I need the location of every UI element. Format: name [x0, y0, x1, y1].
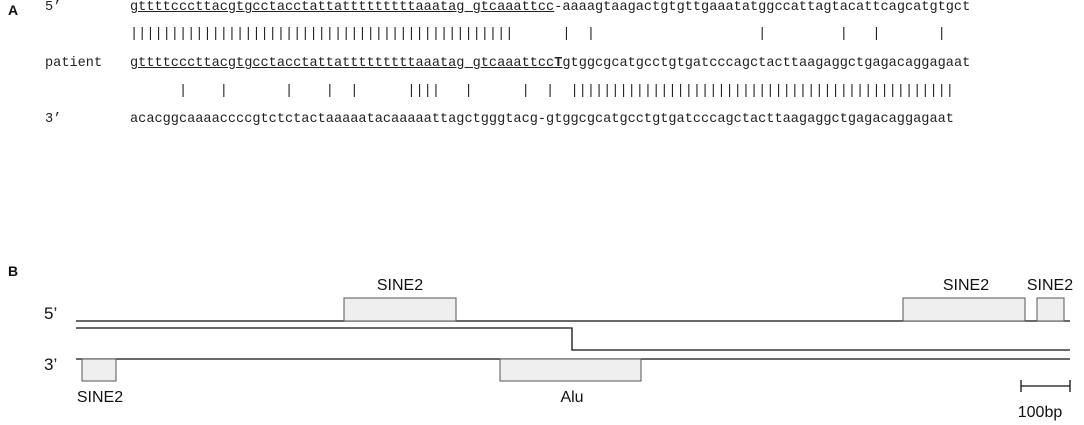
match-line-2: | | | | | |||| | | | |||||||||||||||||||…: [130, 84, 954, 99]
patient-label: patient: [45, 56, 103, 71]
sine2-label-3: SINE2: [1027, 277, 1073, 294]
scale-bar-label: 100bp: [1018, 404, 1063, 421]
sequence-3prime: acacggcaaaaccccgtctctactaaaaatacaaaaatta…: [130, 112, 954, 127]
panel-a-label: A: [8, 2, 19, 18]
alu-box: [499, 358, 642, 382]
sequence-5prime-underlined: gttttcccttacgtgcctacctattatttttttttaaata…: [130, 0, 555, 15]
sine2-box-2: [902, 297, 1026, 322]
sine2-label-1: SINE2: [377, 277, 423, 294]
strand-5-label: 5’: [45, 0, 62, 15]
sequence-patient-underlined: gttttcccttacgtgcctacctattatttttttttaaata…: [130, 56, 555, 71]
sine2-label-4: SINE2: [77, 389, 123, 406]
sine2-box-4: [81, 358, 117, 382]
diagram-5prime-label: 5’: [44, 304, 57, 323]
sequence-5prime-rest: -aaaagtaagactgtgttgaaatatggccattagtacatt…: [554, 0, 971, 15]
alu-label: Alu: [560, 389, 583, 406]
sine2-box-3: [1036, 297, 1065, 322]
sequence-patient: gttttcccttacgtgcctacctattatttttttttaaata…: [130, 56, 970, 72]
panel-b-label: B: [8, 263, 19, 279]
sine2-box-1: [343, 297, 457, 322]
sequence-patient-junction: T: [554, 56, 563, 71]
patient-junction-line: [76, 327, 1070, 351]
sequence-patient-rest: gtggcgcatgcctgtgatcccagctacttaagaggctgag…: [562, 56, 971, 71]
diagram-3prime-label: 3’: [44, 355, 57, 374]
sequence-5prime: gttttcccttacgtgcctacctattatttttttttaaata…: [130, 0, 970, 16]
deletion-diagram: 5’ 3’ SINE2 SINE2 SINE2 SINE2 Alu 100bp: [44, 277, 1073, 421]
sine2-label-2: SINE2: [943, 277, 989, 294]
match-line-1: ||||||||||||||||||||||||||||||||||||||||…: [130, 27, 946, 42]
strand-3-label: 3’: [45, 112, 62, 127]
